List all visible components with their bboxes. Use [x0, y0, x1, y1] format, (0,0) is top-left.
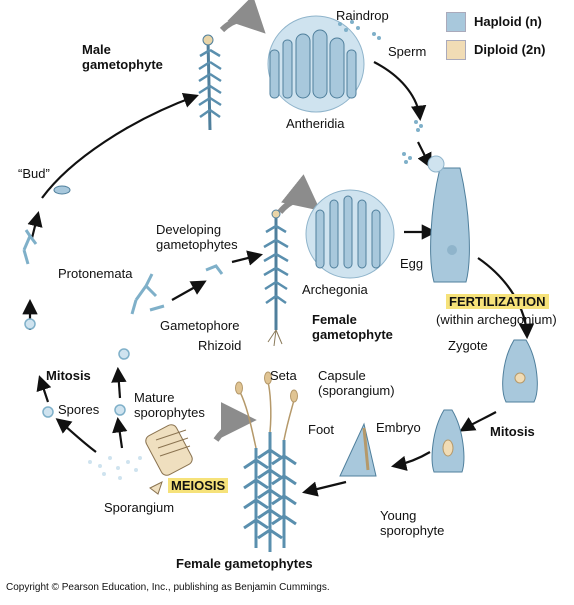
label-rhizoid: Rhizoid [198, 338, 242, 353]
released-spores-dots [88, 456, 142, 480]
label-spores: Spores [58, 402, 100, 417]
label-sporangium: Sporangium [104, 500, 175, 515]
arrow-zygote-to-embryo [459, 411, 497, 432]
label-meiosis: MEIOSIS [168, 478, 229, 493]
label-seta: Seta [270, 368, 297, 383]
label-archegonia: Archegonia [302, 282, 368, 297]
arrow-young-to-female [302, 480, 347, 497]
label-gametophore: Gametophore [160, 318, 240, 333]
embryo-drawing [431, 409, 465, 473]
arrow-spore-to-protonema-left [36, 375, 52, 403]
label-raindrop: Raindrop [336, 8, 389, 23]
label-mitosis-left: Mitosis [46, 368, 91, 383]
label-mitosis-right: Mitosis [490, 424, 535, 439]
label-female-gametophytes: Female gametophytes [176, 556, 313, 571]
arrow-embryo-to-young [390, 451, 431, 471]
label-mature-sporophytes: Mature sporophytes [134, 390, 205, 420]
zoom-arrow-male [219, 0, 266, 34]
young-sporophyte-drawing [339, 422, 377, 477]
legend-label-haploid: Haploid (n) [474, 14, 542, 29]
fertilization-highlight: FERTILIZATION [446, 294, 549, 309]
legend-swatch-diploid [446, 40, 466, 60]
copyright-text: Copyright © Pearson Education, Inc., pub… [6, 582, 330, 593]
arrow-spores-to-protonema-right [111, 366, 127, 399]
label-sperm: Sperm [388, 44, 427, 59]
sporangium-capsule-drawing [145, 424, 193, 495]
arrow-bud-to-male [41, 92, 199, 199]
male-gametophyte-plant [198, 34, 222, 131]
label-male-gametophyte: Male gametophyte [82, 42, 163, 72]
gametophore-plant [263, 209, 289, 347]
label-female-gametophyte: Female gametophyte [312, 312, 393, 342]
label-foot: Foot [308, 422, 335, 437]
label-antheridia: Antheridia [286, 116, 345, 131]
label-within-archegonium: (within archegonium) [436, 312, 557, 327]
label-zygote: Zygote [448, 338, 488, 353]
zoom-arrows [213, 0, 321, 442]
archegonium-fertilization-drawing [427, 155, 470, 283]
label-egg: Egg [400, 256, 424, 271]
antheridia-drawing [267, 15, 381, 113]
label-developing-gametophytes: Developing gametophytes [156, 222, 238, 252]
label-protonemata: Protonemata [58, 266, 133, 281]
legend-swatch-haploid [446, 12, 466, 32]
protonemata-drawing [22, 185, 224, 315]
label-fertilization: FERTILIZATION [446, 294, 549, 309]
arrow-developing-to-gametophore [231, 250, 263, 266]
arrow-protonema-to-bud [27, 211, 43, 239]
label-bud: “Bud” [18, 166, 50, 181]
legend-label-diploid: Diploid (2n) [474, 42, 546, 57]
sperm-drawing [402, 120, 423, 164]
arrow-protonema-to-developing [171, 280, 207, 301]
meiosis-highlight: MEIOSIS [168, 478, 229, 493]
archegonia-drawing [305, 189, 395, 279]
female-gametophytes-drawing [235, 371, 298, 552]
zoom-arrow-female [277, 174, 321, 215]
zygote-drawing [502, 339, 538, 403]
arrow-raindrop-to-sperm [373, 61, 427, 122]
label-young-sporophyte: Young sporophyte [380, 508, 445, 538]
arrow-sporangium-to-spores-right [112, 416, 128, 449]
zoom-arrow-sporangium [213, 402, 257, 442]
arrow-sporangium-to-spores-left [55, 418, 97, 453]
label-capsule: Capsule (sporangium) [318, 368, 395, 398]
spores-drawing [24, 318, 130, 418]
label-embryo: Embryo [376, 420, 421, 435]
